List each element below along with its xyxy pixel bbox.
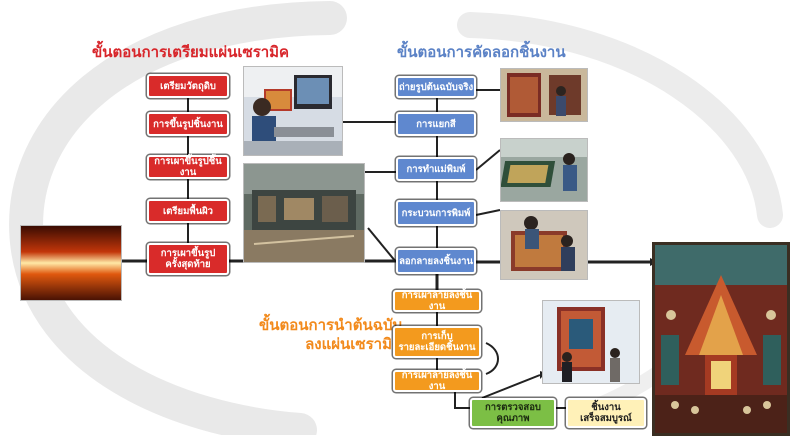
transfer-heading: ขั้นตอนการนำต้นฉบับ ลงแผ่นเซรามิค: [259, 316, 402, 354]
copy-step-printing: กระบวนการพิมพ์: [396, 200, 476, 226]
quality-check-line1: การตรวจสอบ: [485, 402, 541, 413]
prep-step-raw-materials: เตรียมวัตถุดิบ: [147, 74, 229, 98]
photo-color-separation-workstation: [243, 66, 343, 156]
photo-pattern-transfer: [500, 210, 588, 280]
photo-quality-inspection: [542, 300, 640, 384]
photo-kiln-fire: [20, 225, 122, 301]
prep-step-bisque-firing: การเผาขึ้นรูปชิ้นงาน: [147, 155, 229, 179]
transfer-heading-line1: ขั้นตอนการนำต้นฉบับ: [258, 316, 402, 334]
quality-check-box: การตรวจสอบ คุณภาพ: [470, 398, 556, 428]
transfer-step-detailing: การเก็บ รายละเอียดชิ้นงาน: [393, 326, 481, 358]
photo-original-artwork: [500, 68, 588, 122]
copy-step-transfer-pattern: ลอกลายลงชิ้นงาน: [396, 248, 476, 274]
prep-step-final-firing-line2: ครั้งสุดท้าย: [165, 259, 211, 270]
finished-work-line1: ชิ้นงาน: [591, 402, 621, 413]
finished-ceramic-mural: [652, 242, 790, 436]
quality-check-line2: คุณภาพ: [496, 413, 530, 424]
finished-work-line2: เสร็จสมบูรณ์: [580, 413, 632, 424]
transfer-step-detailing-line1: การเก็บ: [421, 331, 453, 342]
finished-work-box: ชิ้นงาน เสร็จสมบูรณ์: [566, 398, 646, 428]
prep-step-final-firing: การเผาขึ้นรูป ครั้งสุดท้าย: [147, 243, 229, 275]
transfer-step-pattern-firing-1: การเผาลายลงชิ้นงาน: [393, 290, 481, 312]
prep-heading: ขั้นตอนการเตรียมแผ่นเซรามิค: [92, 43, 290, 61]
photo-kiln-factory: [243, 163, 365, 263]
copy-step-color-separation: การแยกสี: [396, 112, 476, 136]
prep-step-forming: การขึ้นรูปชิ้นงาน: [147, 112, 229, 136]
copy-heading: ขั้นตอนการคัดลอกชิ้นงาน: [397, 43, 566, 61]
copy-step-photograph: ถ่ายรูปต้นฉบับจริง: [396, 76, 476, 98]
transfer-heading-line2: ลงแผ่นเซรามิค: [305, 335, 402, 353]
prep-step-surface-prep: เตรียมพื้นผิว: [147, 199, 229, 223]
transfer-step-pattern-firing-2: การเผาลายลงชิ้นงาน: [393, 370, 481, 392]
photo-screen-printing: [500, 138, 588, 202]
copy-step-mold-making: การทำแม่พิมพ์: [396, 157, 476, 181]
transfer-step-detailing-line2: รายละเอียดชิ้นงาน: [398, 342, 476, 353]
prep-step-final-firing-line1: การเผาขึ้นรูป: [160, 248, 216, 259]
